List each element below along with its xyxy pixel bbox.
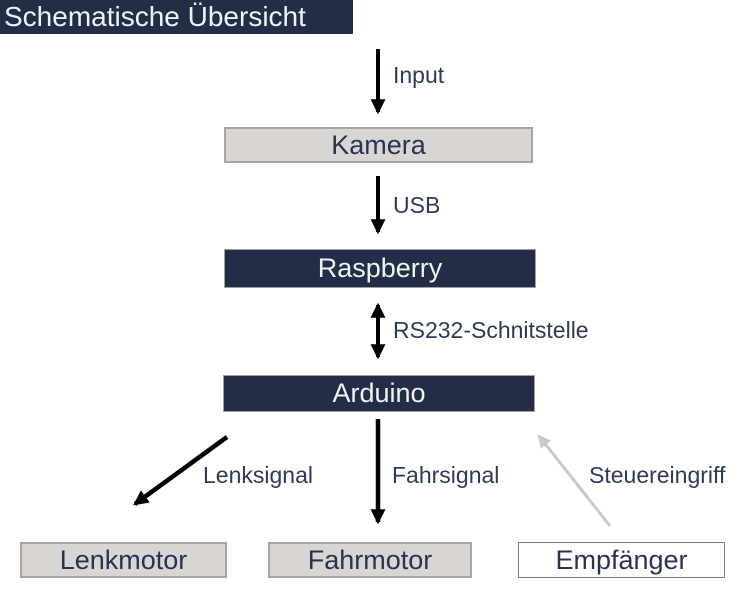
edge-label-fahrsignal: Fahrsignal <box>392 462 500 488</box>
edge-label-steuereingriff: Steuereingriff <box>589 462 726 488</box>
node-fahrmotor: Fahrmotor <box>268 542 472 578</box>
node-arduino: Arduino <box>223 375 535 412</box>
node-lenkmotor: Lenkmotor <box>20 542 227 578</box>
edge-label-input: Input <box>393 62 445 88</box>
page-title: Schematische Übersicht <box>0 0 353 34</box>
edge-label-usb: USB <box>393 192 441 218</box>
edge-label-lenksignal: Lenksignal <box>203 462 313 488</box>
node-raspberry: Raspberry <box>224 249 536 288</box>
node-empfaenger: Empfänger <box>518 542 725 578</box>
node-kamera: Kamera <box>224 127 533 163</box>
edge-label-rs232: RS232-Schnitstelle <box>393 317 589 343</box>
